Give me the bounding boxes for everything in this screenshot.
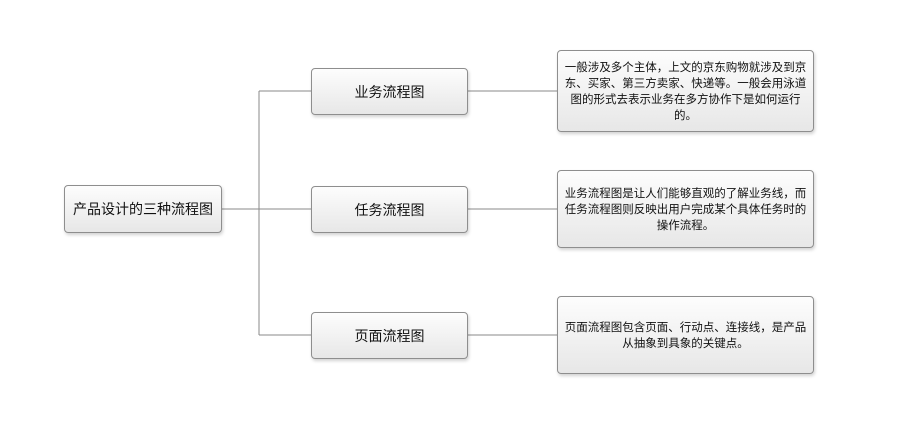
root-node[interactable]: 产品设计的三种流程图 [64, 185, 222, 233]
branch-node-task-flow[interactable]: 任务流程图 [311, 186, 468, 233]
note-text: 一般涉及多个主体，上文的京东购物就涉及到京东、买家、第三方卖家、快递等。一般会用… [564, 60, 807, 122]
note-node-page-flow[interactable]: 页面流程图包含页面、行动点、连接线，是产品从抽象到具象的关键点。 [557, 296, 814, 374]
branch-node-label: 任务流程图 [354, 202, 425, 219]
note-text: 页面流程图包含页面、行动点、连接线，是产品从抽象到具象的关键点。 [564, 320, 807, 350]
root-node-label: 产品设计的三种流程图 [73, 202, 213, 218]
note-text: 业务流程图是让人们能够直观的了解业务线，而任务流程图则反映出用户完成某个具体任务… [564, 186, 807, 232]
branch-node-page-flow[interactable]: 页面流程图 [311, 312, 468, 359]
branch-node-business-flow[interactable]: 业务流程图 [311, 68, 468, 115]
note-node-task-flow[interactable]: 业务流程图是让人们能够直观的了解业务线，而任务流程图则反映出用户完成某个具体任务… [557, 170, 814, 248]
branch-node-label: 业务流程图 [354, 84, 425, 101]
branch-node-label: 页面流程图 [354, 328, 425, 345]
note-node-business-flow[interactable]: 一般涉及多个主体，上文的京东购物就涉及到京东、买家、第三方卖家、快递等。一般会用… [557, 50, 814, 132]
